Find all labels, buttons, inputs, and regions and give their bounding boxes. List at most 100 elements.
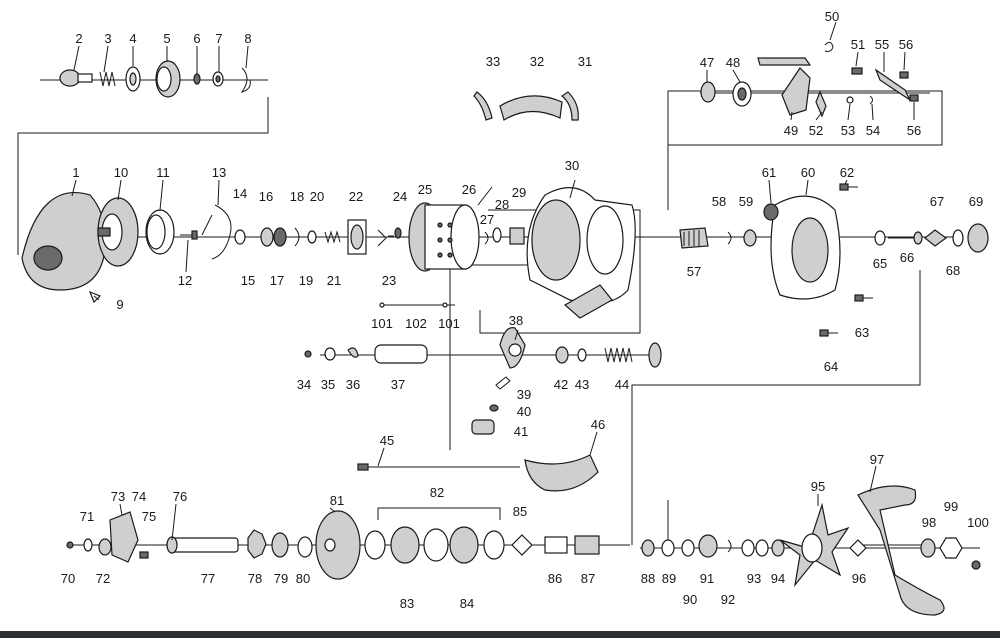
- label-part-21: 21: [327, 273, 341, 288]
- label-part-90: 90: [683, 592, 697, 607]
- label-part-102: 102: [405, 316, 427, 331]
- label-part-68: 68: [946, 263, 960, 278]
- label-part-98: 98: [922, 515, 936, 530]
- label-part-76: 76: [173, 489, 187, 504]
- label-part-69: 69: [969, 194, 983, 209]
- parts-65-69: [874, 223, 989, 253]
- label-part-32: 32: [530, 54, 544, 69]
- part-49-clutch-plate: [781, 67, 811, 116]
- label-part-47: 47: [700, 55, 714, 70]
- label-part-38: 38: [509, 313, 523, 328]
- label-part-18: 18: [290, 189, 304, 204]
- label-part-79: 79: [274, 571, 288, 586]
- label-part-30: 30: [565, 158, 579, 173]
- label-part-89: 89: [662, 571, 676, 586]
- label-part-36: 36: [346, 377, 360, 392]
- label-part-9: 9: [116, 297, 123, 312]
- label-part-35: 35: [321, 377, 335, 392]
- part-11-ring: [145, 209, 175, 255]
- parts-82-85-drag-washers: [364, 526, 533, 564]
- label-part-77: 77: [201, 571, 215, 586]
- label-part-24: 24: [393, 189, 407, 204]
- part-7-washer: [212, 71, 224, 87]
- part-32-bar: [499, 95, 563, 121]
- label-part-97: 97: [870, 452, 884, 467]
- part-38-level-wind-guide: [499, 327, 526, 369]
- part-29-bearing: [509, 227, 525, 245]
- label-part-65: 65: [873, 256, 887, 271]
- part-81-main-gear: [315, 510, 361, 580]
- part-13-spring-wire: [201, 204, 232, 260]
- label-part-55: 55: [875, 37, 889, 52]
- label-part-25: 25: [418, 182, 432, 197]
- bottom-edge-bar: [0, 631, 1000, 638]
- label-part-74: 74: [132, 489, 146, 504]
- label-part-33: 33: [486, 54, 500, 69]
- label-part-51: 51: [851, 37, 865, 52]
- label-part-62: 62: [840, 165, 854, 180]
- part-22-bearing: [347, 219, 367, 255]
- label-part-3: 3: [104, 31, 111, 46]
- label-part-87: 87: [581, 571, 595, 586]
- label-part-45: 45: [380, 433, 394, 448]
- part-1-side-plate: [21, 192, 107, 291]
- label-part-20: 20: [310, 189, 324, 204]
- part-26-pin: [477, 186, 493, 206]
- label-part-100: 100: [967, 515, 989, 530]
- label-part-61: 61: [762, 165, 776, 180]
- parts-50-56: [757, 41, 919, 118]
- label-part-46: 46: [591, 417, 605, 432]
- label-part-80: 80: [296, 571, 310, 586]
- label-part-43: 43: [575, 377, 589, 392]
- part-4-bearing: [125, 66, 141, 92]
- label-part-12: 12: [178, 273, 192, 288]
- group-outline-lines: [17, 79, 980, 549]
- part-31-bracket: [560, 91, 579, 121]
- parts-58-59: [727, 229, 757, 247]
- part-shapes: [21, 41, 989, 616]
- label-part-71: 71: [80, 509, 94, 524]
- part-24-washer: [394, 227, 402, 239]
- part-57-pinion: [679, 227, 709, 249]
- label-part-27: 27: [480, 212, 494, 227]
- part-12-screw: [180, 230, 198, 240]
- part-62-screw: [839, 183, 858, 191]
- label-part-75: 75: [142, 509, 156, 524]
- part-6-washer: [193, 73, 201, 85]
- parts-88-94: [641, 534, 785, 558]
- label-part-34: 34: [297, 377, 311, 392]
- label-part-73: 73: [111, 489, 125, 504]
- label-part-31: 31: [578, 54, 592, 69]
- label-part-67: 67: [930, 194, 944, 209]
- label-part-7: 7: [215, 31, 222, 46]
- label-part-94: 94: [771, 571, 785, 586]
- part-96-nut: [849, 539, 867, 557]
- label-part-96: 96: [852, 571, 866, 586]
- label-part-64: 64: [824, 359, 838, 374]
- label-part-22: 22: [349, 189, 363, 204]
- label-part-10: 10: [114, 165, 128, 180]
- part-33-bracket: [473, 91, 493, 121]
- label-part-56-top: 56: [899, 37, 913, 52]
- part-97-handle: [857, 485, 945, 616]
- label-part-81: 81: [330, 493, 344, 508]
- part-27-clip: [484, 231, 489, 245]
- label-part-92: 92: [721, 592, 735, 607]
- label-part-8: 8: [244, 31, 251, 46]
- parts-34-36-small: [304, 347, 359, 361]
- label-part-63: 63: [855, 325, 869, 340]
- parts-39-41: [471, 376, 511, 435]
- parts-70-75: [66, 511, 149, 563]
- label-part-49: 49: [784, 123, 798, 138]
- part-30-frame: [526, 187, 636, 319]
- part-37-tube: [374, 344, 428, 364]
- part-10-brake-housing: [97, 197, 139, 267]
- label-part-1: 1: [72, 165, 79, 180]
- part-8-clip: [240, 67, 251, 93]
- part-47-bearing: [700, 81, 716, 103]
- label-part-5: 5: [163, 31, 170, 46]
- part-61-cap: [763, 203, 779, 221]
- label-part-19: 19: [299, 273, 313, 288]
- label-part-83: 83: [400, 596, 414, 611]
